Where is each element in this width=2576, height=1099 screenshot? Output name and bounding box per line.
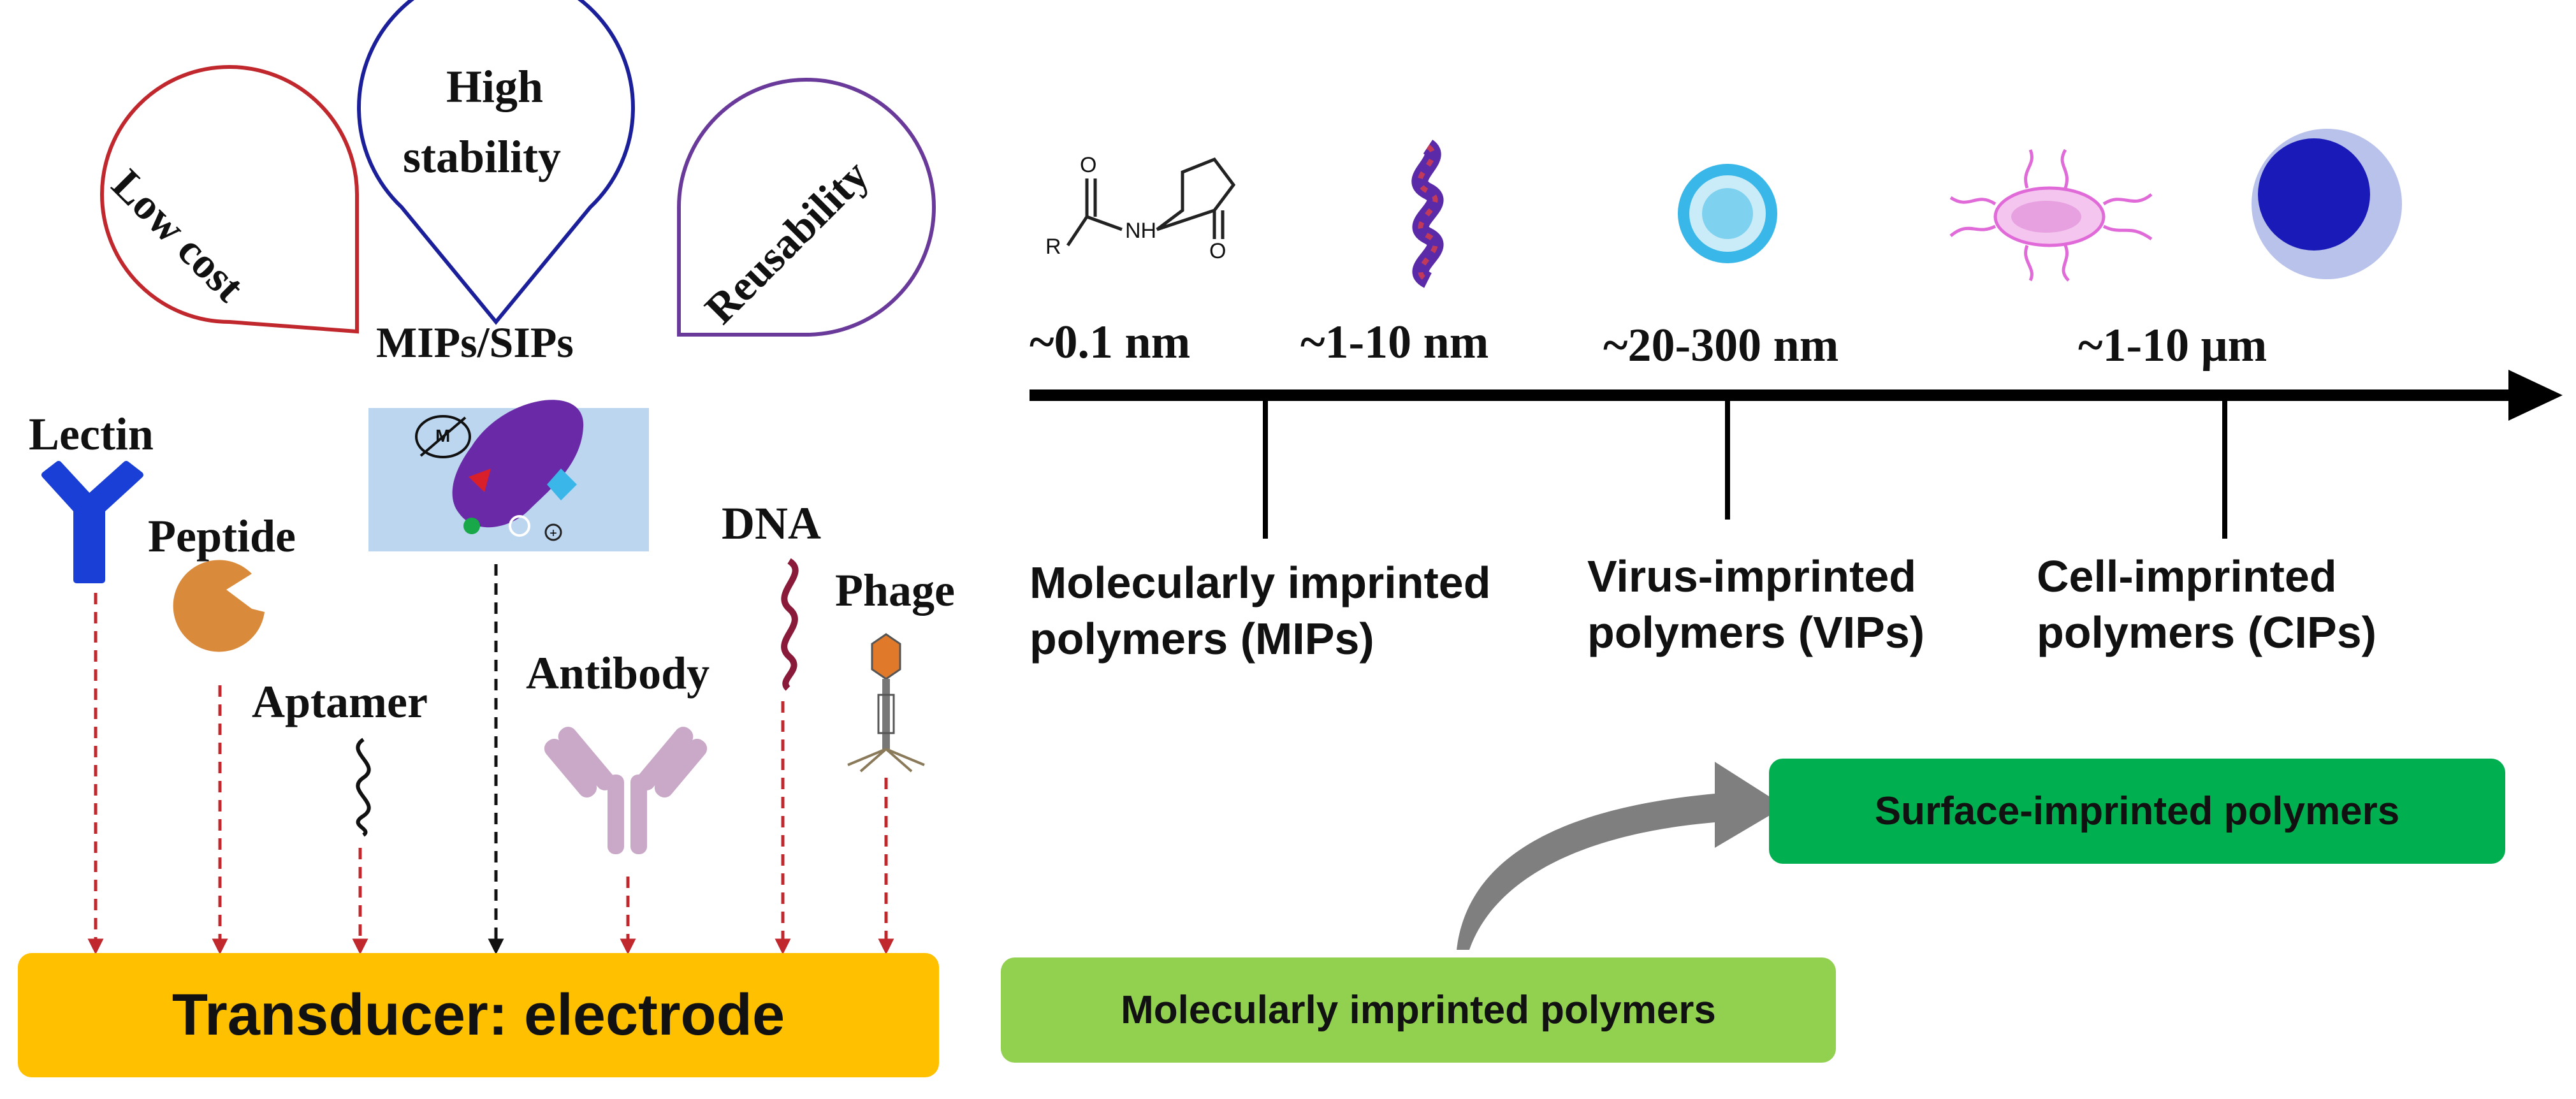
mips-category-label: Molecularly imprinted polymers (MIPs)	[1030, 558, 1491, 664]
molecule-o2-label: O	[1209, 239, 1226, 263]
antibody-label: Antibody	[526, 648, 710, 699]
surface-imprinted-label: Surface-imprinted polymers	[1874, 789, 2400, 833]
high-stability-label-line1: High	[446, 61, 544, 112]
helix-icon	[1411, 140, 1444, 288]
template-symbol: M	[435, 426, 451, 446]
peptide-icon	[173, 560, 265, 652]
aptamer-label: Aptamer	[252, 676, 428, 727]
molecule-r-label: R	[1045, 235, 1061, 259]
phage-label: Phage	[835, 565, 955, 616]
mip-polymer-icon	[452, 400, 584, 528]
transducer-label: Transducer: electrode	[171, 982, 785, 1047]
lectin-icon	[41, 461, 143, 583]
surface-imprinted-box: Surface-imprinted polymers	[1769, 759, 2505, 864]
aptamer-icon	[356, 738, 371, 837]
scale-label-20-300nm: ~20-300 nm	[1603, 319, 1839, 372]
molecule-nh-label: NH	[1125, 219, 1157, 243]
scale-label-1-10nm: ~1-10 nm	[1300, 316, 1489, 368]
transducer-box: Transducer: electrode	[18, 953, 939, 1077]
peptide-label: Peptide	[148, 511, 296, 562]
high-stability-label-line2: stability	[403, 131, 562, 182]
cips-category-label: Cell-imprinted polymers (CIPs)	[2037, 551, 2376, 657]
antibody-icon	[544, 727, 708, 854]
phage-icon	[847, 633, 925, 773]
scale-label-1-10um: ~1-10 μm	[2078, 319, 2267, 372]
virus-icon	[1678, 164, 1777, 263]
dna-icon	[781, 558, 799, 691]
svg-text:+: +	[549, 527, 557, 541]
small-molecule-icon	[1066, 157, 1236, 247]
molecularly-imprinted-box: Molecularly imprinted polymers	[1001, 957, 1836, 1063]
template-molecule-icon	[415, 415, 471, 458]
scale-label-0.1nm: ~0.1 nm	[1030, 316, 1191, 368]
lectin-label: Lectin	[29, 409, 154, 460]
low-cost-drop	[100, 65, 359, 334]
dna-label: DNA	[722, 498, 821, 549]
vips-category-label: Virus-imprinted polymers (VIPs)	[1587, 551, 1925, 657]
reusability-drop	[677, 78, 936, 337]
mips-sips-label: MIPs/SIPs	[376, 318, 574, 367]
molecularly-imprinted-label: Molecularly imprinted polymers	[1121, 988, 1716, 1032]
cell-icon	[2252, 129, 2402, 279]
evolution-arrow	[1457, 762, 1785, 950]
high-stability-drop	[357, 0, 635, 325]
molecule-o1-label: O	[1080, 153, 1097, 177]
bacterium-icon	[1949, 149, 2153, 282]
